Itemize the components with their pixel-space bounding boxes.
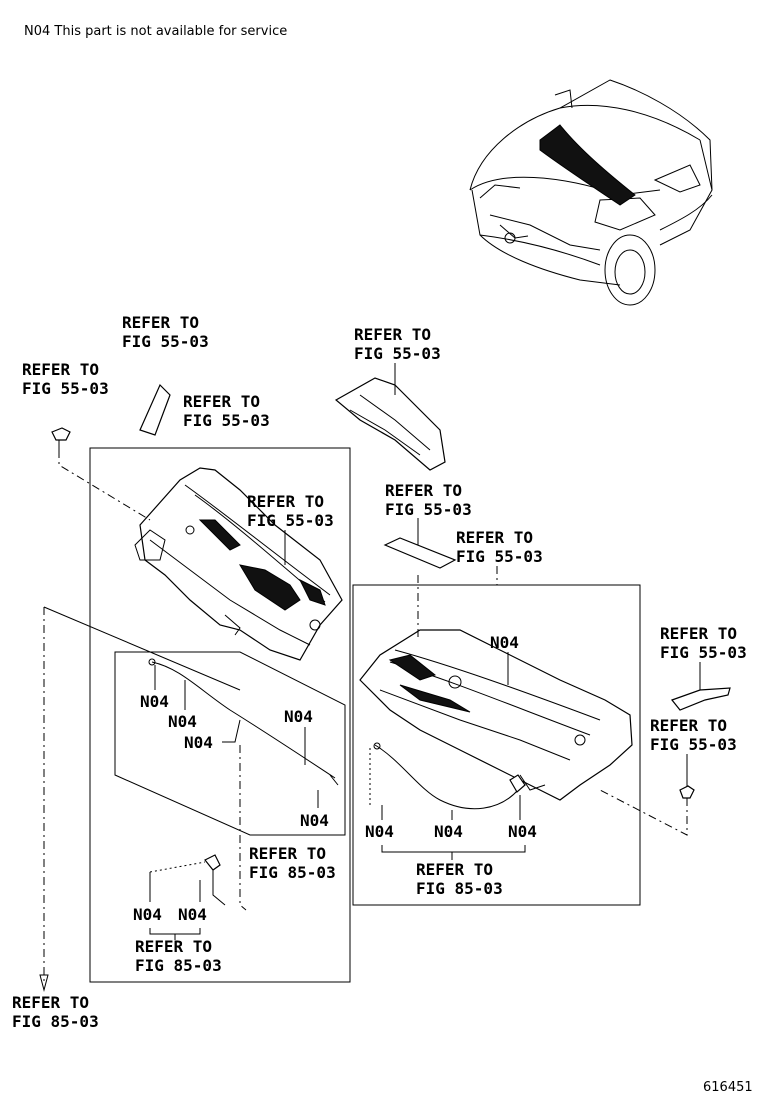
label-refer-leftcowl-2: FIG 55-03 — [247, 511, 334, 530]
n04-left-3: N04 — [184, 733, 213, 752]
label-refer-sidebracket-2: FIG 55-03 — [660, 643, 747, 662]
label-refer-righthose-1: REFER TO — [416, 860, 493, 879]
label-refer-left-clip-1: REFER TO — [22, 360, 99, 379]
car-illustration — [469, 79, 713, 306]
n04-right-1: N04 — [365, 822, 394, 841]
label-refer-upperbracket-2: FIG 55-03 — [354, 344, 441, 363]
label-refer-sidebracket-1: REFER TO — [660, 624, 737, 643]
label-refer-bracket-1: REFER TO — [122, 313, 199, 332]
label-refer-left-clip-2: FIG 55-03 — [22, 379, 109, 398]
right-assembly-box — [352, 584, 641, 906]
label-refer-rightbox-1: REFER TO — [456, 528, 533, 547]
service-note: N04 This part is not available for servi… — [24, 24, 287, 39]
n04-nozzle-1: N04 — [133, 905, 162, 924]
right-hose — [369, 742, 526, 810]
label-refer-bracket-2: FIG 55-03 — [122, 332, 209, 351]
label-refer-lefthose-2: FIG 85-03 — [249, 863, 336, 882]
label-refer-farleft-1: REFER TO — [12, 993, 89, 1012]
n04-right-3: N04 — [508, 822, 537, 841]
label-refer-upperbracket-1: REFER TO — [354, 325, 431, 344]
n04-left-2: N04 — [168, 712, 197, 731]
arrow-left — [39, 974, 49, 992]
label-refer-rightclip-1: REFER TO — [650, 716, 727, 735]
leader-left-diag — [43, 606, 241, 691]
leader-left-nozzle — [239, 745, 247, 911]
n04-left-4: N04 — [284, 707, 313, 726]
label-refer-righthose-2: FIG 85-03 — [416, 879, 503, 898]
n04-left-1: N04 — [140, 692, 169, 711]
figure-number: 616451 — [703, 1080, 753, 1095]
left-nozzle — [149, 854, 226, 906]
n04-left-5: N04 — [300, 811, 329, 830]
label-refer-rightclip-2: FIG 55-03 — [650, 735, 737, 754]
label-refer-nozzle-1: REFER TO — [135, 937, 212, 956]
label-refer-nozzle-2: FIG 85-03 — [135, 956, 222, 975]
label-refer-lefthose-1: REFER TO — [249, 844, 326, 863]
right-cowl-panel — [359, 629, 633, 801]
label-refer-seal-1: REFER TO — [385, 481, 462, 500]
right-side-bracket — [671, 687, 731, 711]
label-refer-leftbox-2: FIG 55-03 — [183, 411, 270, 430]
leader-left-clip — [58, 450, 151, 521]
upper-right-bracket — [334, 377, 446, 471]
n04-right-top: N04 — [490, 633, 519, 652]
right-clip — [599, 785, 695, 836]
label-refer-leftcowl-1: REFER TO — [247, 492, 324, 511]
n04-right-2: N04 — [434, 822, 463, 841]
seal-strip — [383, 537, 457, 569]
label-refer-leftbox-1: REFER TO — [183, 392, 260, 411]
left-cowl-panel — [134, 467, 343, 661]
left-hose-subbox — [114, 651, 346, 836]
n04-nozzle-2: N04 — [178, 905, 207, 924]
label-refer-farleft-2: FIG 85-03 — [12, 1012, 99, 1031]
left-bracket — [139, 383, 171, 436]
left-assembly-box — [89, 447, 351, 983]
label-refer-rightbox-2: FIG 55-03 — [456, 547, 543, 566]
label-refer-seal-2: FIG 55-03 — [385, 500, 472, 519]
left-clip — [51, 427, 71, 450]
